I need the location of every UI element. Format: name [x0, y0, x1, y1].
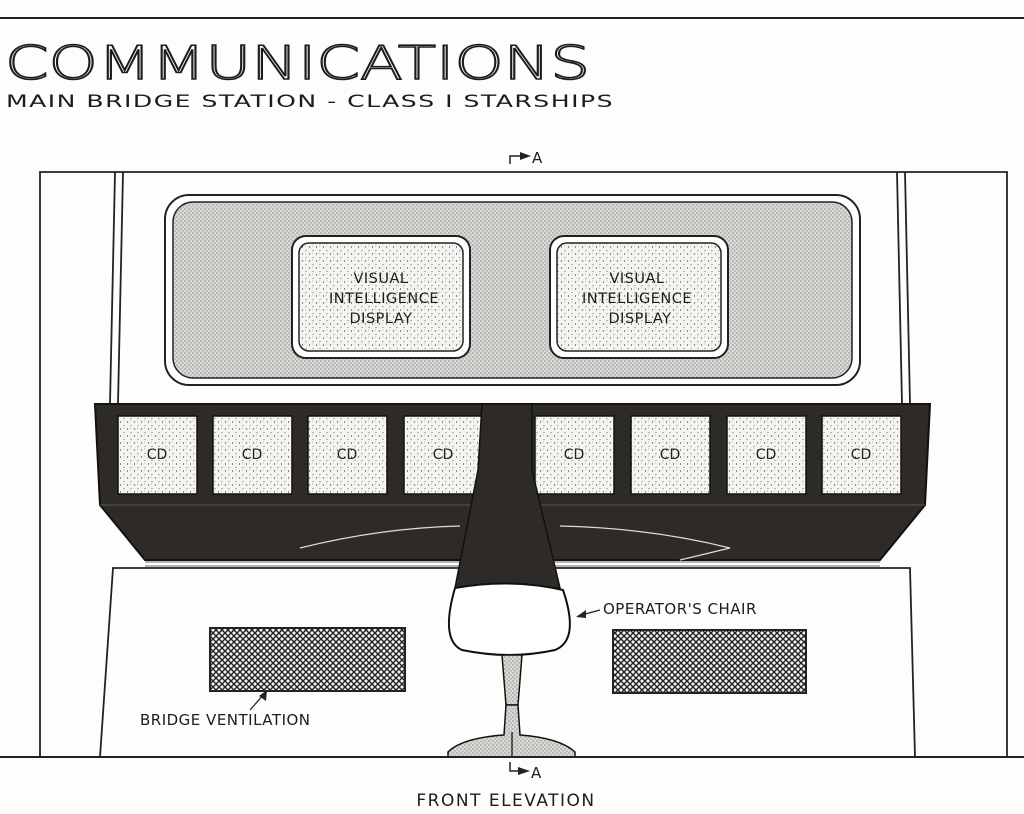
control-display: CD	[821, 415, 902, 495]
section-marker-top: A	[509, 149, 543, 167]
control-display-label: CD	[660, 447, 681, 463]
page-subtitle: MAIN BRIDGE STATION - CLASS I STARSHIPS	[6, 92, 614, 112]
section-arrow-icon	[509, 155, 522, 164]
control-display-screen	[534, 415, 615, 495]
control-display-label: CD	[564, 447, 585, 463]
control-display-screen	[630, 415, 711, 495]
control-display-screen	[117, 415, 198, 495]
control-display-label: CD	[756, 447, 777, 463]
ventilation-grille-left	[209, 627, 406, 692]
display-label-line: VISUAL	[353, 271, 408, 287]
control-display: CD	[117, 415, 198, 495]
control-display-row: CD CD CD CD CD CD CD CD	[117, 415, 902, 495]
station-frame	[39, 171, 1008, 757]
control-display: CD	[534, 415, 615, 495]
ventilation-label: BRIDGE VENTILATION	[140, 711, 311, 729]
display-label-line: INTELLIGENCE	[582, 291, 692, 307]
display-label-line: INTELLIGENCE	[329, 291, 439, 307]
control-display-label: CD	[851, 447, 872, 463]
upper-display-panel	[164, 194, 861, 386]
control-display-screen	[212, 415, 293, 495]
control-display: CD	[630, 415, 711, 495]
chair-label: OPERATOR'S CHAIR	[603, 600, 757, 618]
section-marker-bottom: A	[509, 762, 542, 782]
display-label-line: DISPLAY	[609, 311, 672, 327]
control-display-label: CD	[433, 447, 454, 463]
drawing-caption: FRONT ELEVATION	[416, 791, 595, 811]
callout-bridge-ventilation: BRIDGE VENTILATION	[140, 690, 311, 729]
control-display-label: CD	[242, 447, 263, 463]
display-label-line: VISUAL	[609, 271, 664, 287]
section-label-bottom: A	[531, 764, 542, 782]
control-display: CD	[726, 415, 807, 495]
control-display-label: CD	[337, 447, 358, 463]
control-display: CD	[307, 415, 388, 495]
control-display-screen	[403, 415, 484, 495]
control-display: CD	[212, 415, 293, 495]
control-display-label: CD	[147, 447, 168, 463]
operator-chair	[447, 403, 576, 758]
page-title: COMMUNICATIONS	[5, 36, 590, 90]
control-display-screen	[726, 415, 807, 495]
section-label-top: A	[532, 149, 543, 167]
visual-intelligence-display-right: VISUAL INTELLIGENCE DISPLAY	[549, 235, 729, 359]
ventilation-grille-right	[612, 629, 807, 694]
display-label-line: DISPLAY	[350, 311, 413, 327]
control-display-screen	[821, 415, 902, 495]
callout-operator-chair: OPERATOR'S CHAIR	[576, 600, 757, 618]
control-display-screen	[307, 415, 388, 495]
visual-intelligence-display-left: VISUAL INTELLIGENCE DISPLAY	[291, 235, 471, 359]
control-display: CD	[403, 415, 484, 495]
section-arrow-icon	[509, 762, 520, 772]
